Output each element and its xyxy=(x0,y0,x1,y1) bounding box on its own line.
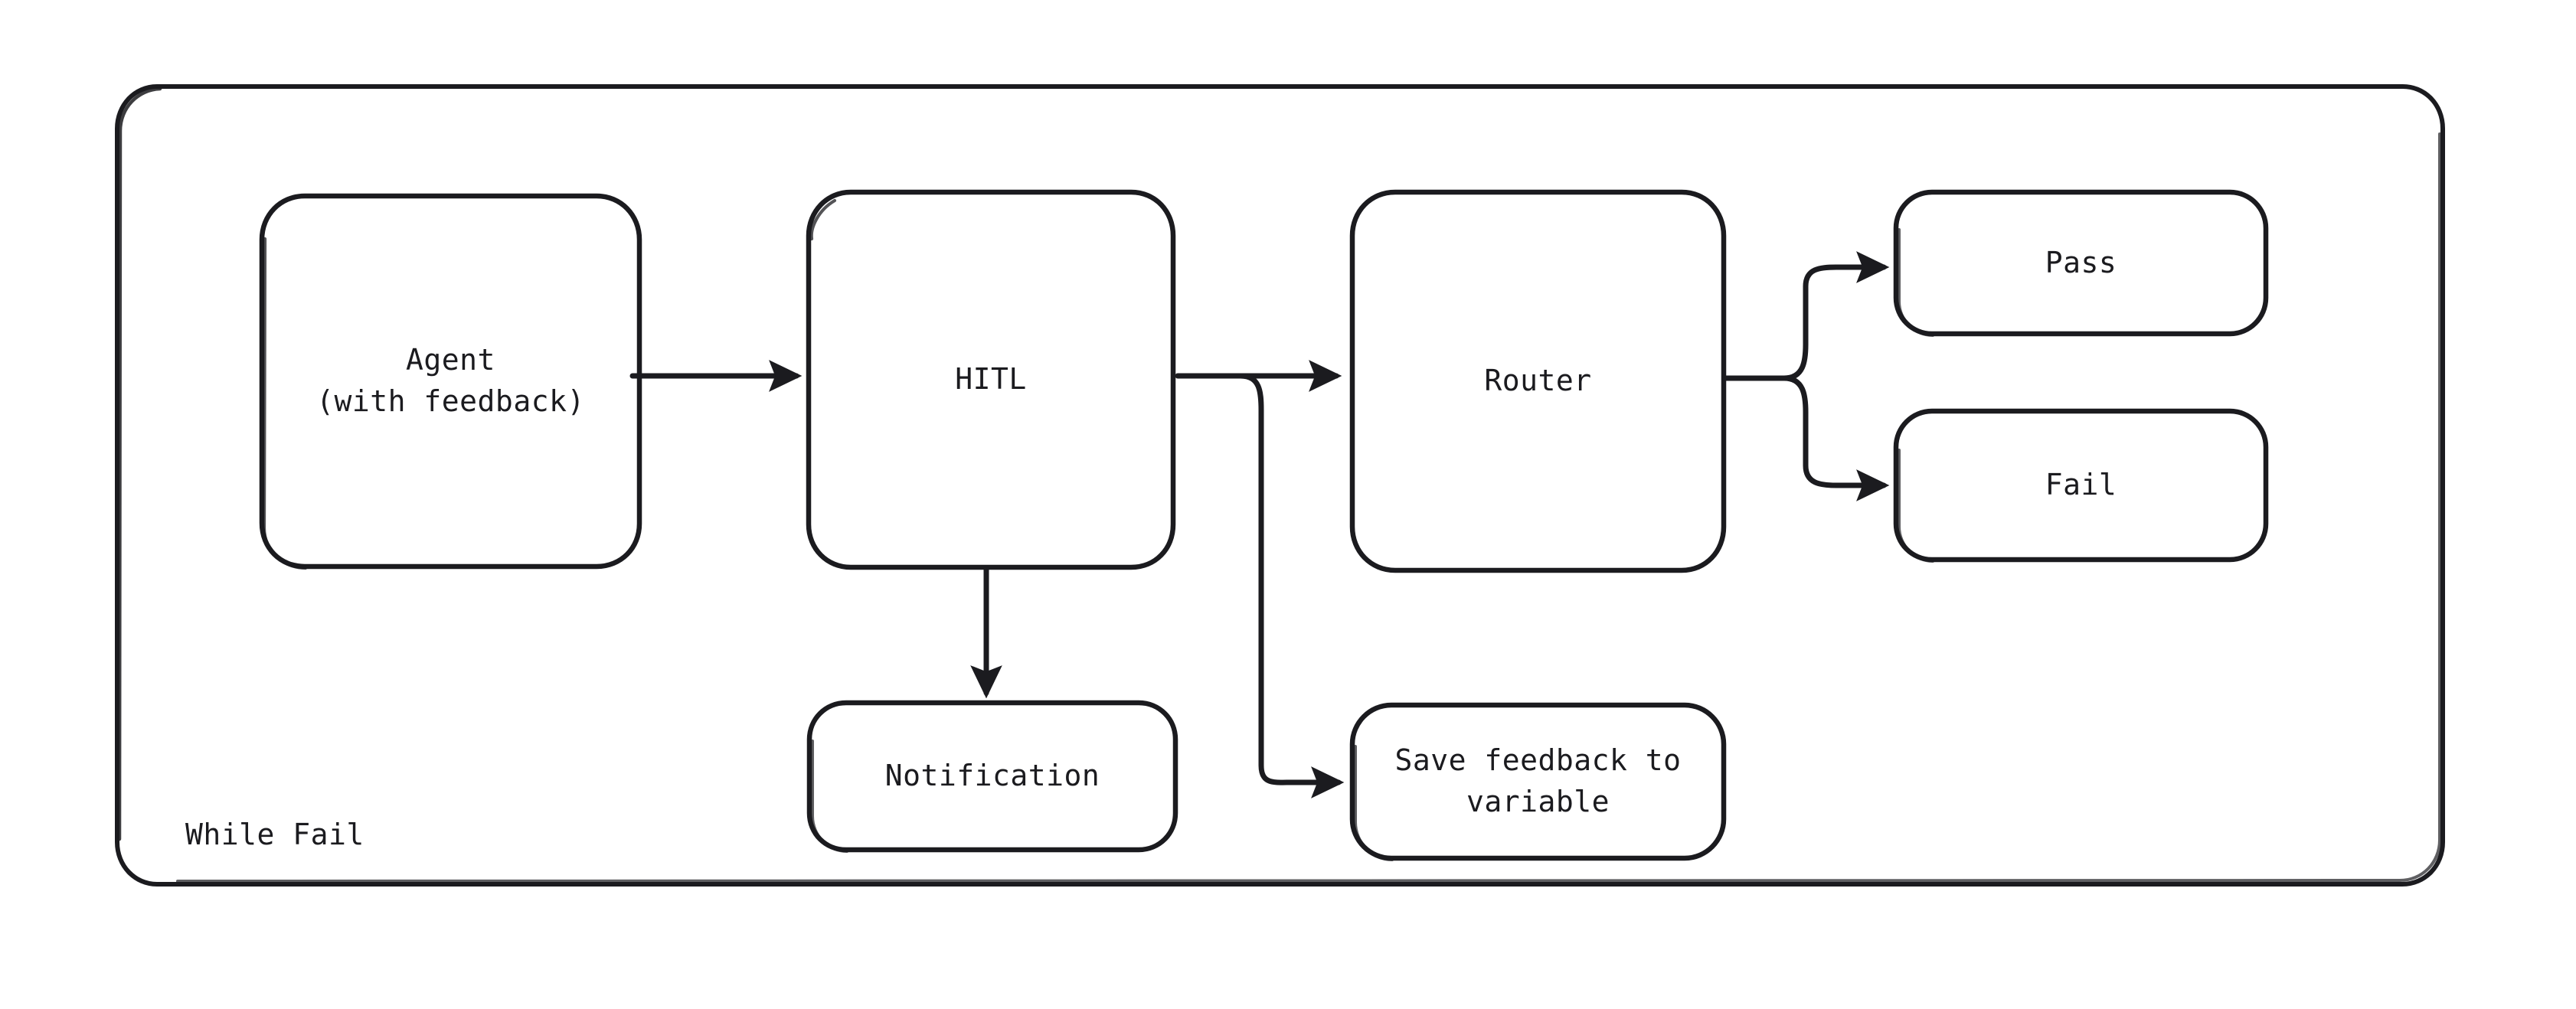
node-hitl[interactable] xyxy=(809,192,1173,567)
node-shape-agent xyxy=(259,193,642,570)
node-shape-save-feedback-sketch xyxy=(1354,745,1394,861)
node-agent[interactable] xyxy=(262,196,639,567)
edge-router-to-pass xyxy=(1721,251,1890,381)
node-shape-fail xyxy=(1893,408,2269,563)
group-container-outline-sketch-2 xyxy=(176,132,2441,883)
node-pass[interactable] xyxy=(1896,192,2266,334)
node-fail[interactable] xyxy=(1896,411,2266,560)
edge-router-to-fail xyxy=(1721,375,1890,501)
group-container-outline xyxy=(115,83,2445,887)
node-shape-hitl-sketch xyxy=(809,198,837,241)
node-save-feedback[interactable] xyxy=(1352,705,1724,858)
node-shape-agent-sketch xyxy=(262,237,308,570)
node-shape-fail-sketch xyxy=(1898,449,1934,563)
node-shape-save-feedback xyxy=(1349,702,1727,861)
group-label-while-fail: While Fail xyxy=(185,818,364,851)
node-shape-pass-sketch xyxy=(1898,228,1934,337)
node-shape-hitl xyxy=(806,189,1176,570)
node-shape-router xyxy=(1349,189,1727,573)
node-router[interactable] xyxy=(1352,192,1724,570)
group-container-outline-sketch xyxy=(117,87,162,841)
node-shape-notification xyxy=(806,700,1178,853)
edge-hitl-to-save-feedback xyxy=(1176,373,1345,798)
node-shape-notification-sketch xyxy=(811,740,848,853)
node-shape-pass xyxy=(1893,189,2269,337)
node-notification[interactable] xyxy=(809,703,1175,850)
